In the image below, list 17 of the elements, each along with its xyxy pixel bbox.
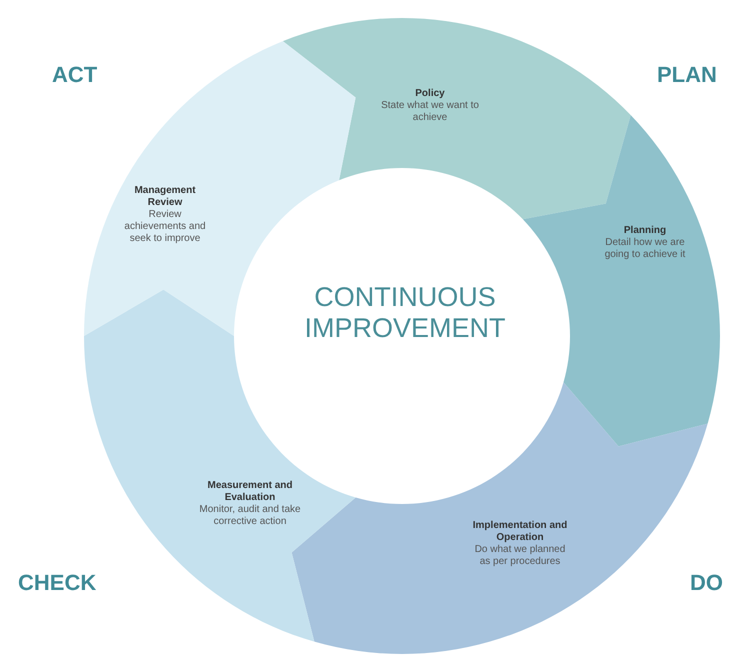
- phase-label: ACT: [52, 62, 98, 88]
- step-description: Monitor, audit and take corrective action: [198, 504, 302, 528]
- step-description: Do what we planned as per procedures: [474, 544, 566, 568]
- arrow-segment: [522, 115, 720, 446]
- center-title: CONTINUOUS IMPROVEMENT: [303, 282, 506, 344]
- phase-label: DO: [690, 570, 723, 596]
- phase-label: CHECK: [18, 570, 96, 596]
- arrow-segment: [282, 18, 631, 220]
- step-title: Planning: [622, 225, 668, 237]
- step-title: Measurement and Evaluation: [206, 480, 294, 504]
- step-description: Detail how we are going to achieve it: [604, 237, 686, 261]
- step-title: Policy: [414, 88, 446, 100]
- step-description: Review achievements and seek to improve: [124, 209, 206, 245]
- phase-label: PLAN: [657, 62, 717, 88]
- step-title: Implementation and Operation: [472, 520, 568, 544]
- step-description: State what we want to achieve: [380, 100, 480, 124]
- step-title: Management Review: [133, 185, 197, 209]
